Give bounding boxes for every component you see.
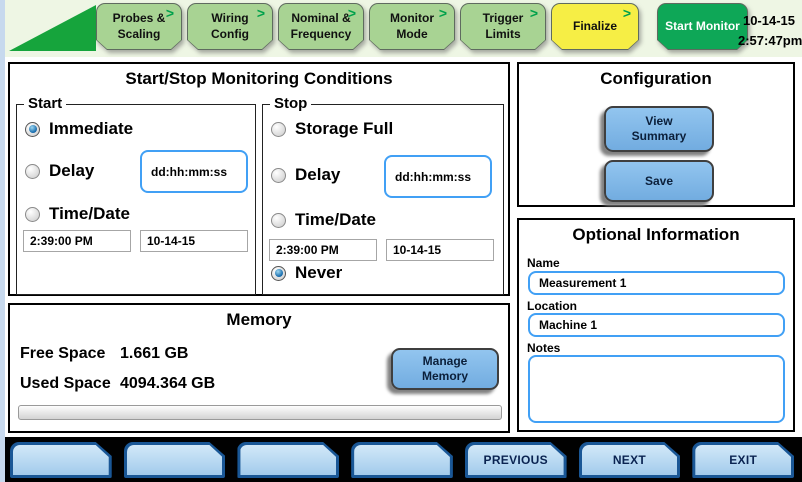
start-delay-option[interactable]: Delay	[25, 161, 94, 181]
used-space-value: 4094.364 GB	[120, 375, 216, 392]
monitoring-conditions-panel: Start/Stop Monitoring Conditions Start I…	[8, 62, 510, 296]
option-label: Time/Date	[295, 210, 376, 229]
footer-button-label	[354, 445, 450, 475]
tab-advance-icon: >	[165, 5, 174, 21]
datetime-display: 10-14-15 2:57:47pm	[738, 11, 802, 51]
footer-button-label: EXIT	[695, 445, 791, 475]
radio-icon[interactable]	[25, 206, 40, 222]
location-label: Location	[527, 299, 577, 313]
name-label: Name	[527, 256, 560, 270]
tab-finalize[interactable]: > Finalize	[551, 3, 639, 50]
configuration-panel: Configuration View Summary Save	[517, 62, 795, 207]
panel-title: Start/Stop Monitoring Conditions	[125, 69, 393, 88]
radio-icon[interactable]	[25, 163, 40, 179]
optional-information-panel: Optional Information Name Location Notes	[517, 218, 795, 432]
previous-button[interactable]: PREVIOUS	[465, 442, 567, 478]
footer-button-label	[127, 445, 223, 475]
footer-button-2[interactable]	[124, 442, 226, 478]
footer-button-label: PREVIOUS	[468, 445, 564, 475]
stop-group: Stop Storage Full Delay Time/Date Never	[262, 95, 504, 295]
used-space-label: Used Space	[20, 375, 111, 392]
option-label: Delay	[295, 165, 341, 184]
manage-memory-button[interactable]: Manage Memory	[391, 348, 499, 390]
footer-button-label: NEXT	[582, 445, 678, 475]
free-space-row: Free Space 1.661 GB	[20, 345, 188, 363]
wizard-tab-bar: > Probes & Scaling > Wiring Config > Nom…	[96, 3, 748, 51]
footer-button-3[interactable]	[237, 442, 339, 478]
tab-wiring-config[interactable]: > Wiring Config	[187, 3, 273, 50]
tab-label: Wiring Config	[211, 10, 249, 41]
start-delay-input[interactable]	[140, 150, 248, 193]
free-space-label: Free Space	[20, 345, 106, 362]
tab-nominal-frequency[interactable]: > Nominal & Frequency	[278, 3, 364, 50]
footer-button-4[interactable]	[351, 442, 453, 478]
footer-button-1[interactable]	[10, 442, 112, 478]
option-label: Never	[295, 263, 343, 282]
tab-monitor-mode[interactable]: > Monitor Mode	[369, 3, 455, 50]
panel-title: Memory	[226, 310, 292, 329]
option-label: Delay	[49, 161, 95, 180]
time-text: 2:57:47pm	[738, 33, 802, 49]
panel-title: Optional Information	[572, 225, 740, 244]
view-summary-button[interactable]: View Summary	[604, 106, 714, 152]
used-space-row: Used Space 4094.364 GB	[20, 375, 215, 393]
start-date-field[interactable]	[140, 230, 248, 252]
radio-icon[interactable]	[25, 121, 40, 137]
save-button[interactable]: Save	[604, 160, 714, 202]
start-group: Start Immediate Delay Time/Date	[16, 95, 256, 295]
radio-icon[interactable]	[271, 265, 286, 281]
date-text: 10-14-15	[742, 13, 796, 28]
stop-group-legend: Stop	[270, 95, 312, 112]
name-field[interactable]	[528, 271, 785, 295]
exit-button[interactable]: EXIT	[692, 442, 794, 478]
start-time-field[interactable]	[23, 230, 131, 252]
radio-icon[interactable]	[271, 121, 286, 137]
header-bar: > Probes & Scaling > Wiring Config > Nom…	[0, 0, 802, 57]
window-edge	[0, 0, 5, 482]
footer-button-label	[13, 445, 109, 475]
stop-delay-input[interactable]	[384, 155, 492, 198]
start-timedate-option[interactable]: Time/Date	[25, 204, 130, 224]
tab-label: Monitor Mode	[390, 10, 434, 41]
tab-advance-icon: >	[529, 5, 538, 21]
notes-field[interactable]	[528, 355, 785, 423]
tab-probes-scaling[interactable]: > Probes & Scaling	[96, 3, 182, 50]
tab-start-monitor[interactable]: Start Monitor	[657, 3, 748, 50]
tab-advance-icon: >	[438, 5, 447, 21]
stop-timedate-option[interactable]: Time/Date	[271, 210, 376, 230]
location-field[interactable]	[528, 313, 785, 337]
footer-button-label	[240, 445, 336, 475]
footer-bar: PREVIOUS NEXT EXIT	[0, 437, 802, 482]
tab-label: Finalize	[572, 18, 617, 33]
stop-delay-option[interactable]: Delay	[271, 165, 340, 185]
panel-title: Configuration	[600, 69, 712, 88]
option-label: Immediate	[49, 119, 134, 138]
next-button[interactable]: NEXT	[579, 442, 681, 478]
tab-advance-icon: >	[347, 5, 356, 21]
stop-date-field[interactable]	[386, 239, 494, 261]
green-triangle-logo-icon	[9, 5, 96, 51]
start-group-legend: Start	[24, 95, 67, 112]
stop-never-option[interactable]: Never	[271, 263, 342, 283]
stop-storage-full-option[interactable]: Storage Full	[271, 119, 393, 139]
option-label: Time/Date	[49, 204, 130, 223]
tab-label: Probes & Scaling	[112, 10, 166, 41]
radio-icon[interactable]	[271, 167, 286, 183]
free-space-value: 1.661 GB	[120, 345, 189, 362]
tab-advance-icon: >	[256, 5, 265, 21]
memory-usage-bar	[18, 405, 502, 420]
tab-label: Nominal & Frequency	[290, 10, 352, 41]
tab-trigger-limits[interactable]: > Trigger Limits	[460, 3, 546, 50]
notes-label: Notes	[527, 341, 561, 355]
option-label: Storage Full	[295, 119, 394, 138]
radio-icon[interactable]	[271, 212, 286, 228]
stop-time-field[interactable]	[269, 239, 377, 261]
tab-label: Trigger Limits	[482, 10, 524, 41]
tab-advance-icon: >	[622, 5, 631, 21]
memory-panel: Memory Free Space 1.661 GB Used Space 4094…	[8, 303, 510, 433]
tab-label: Start Monitor	[665, 18, 740, 33]
start-immediate-option[interactable]: Immediate	[25, 119, 133, 139]
